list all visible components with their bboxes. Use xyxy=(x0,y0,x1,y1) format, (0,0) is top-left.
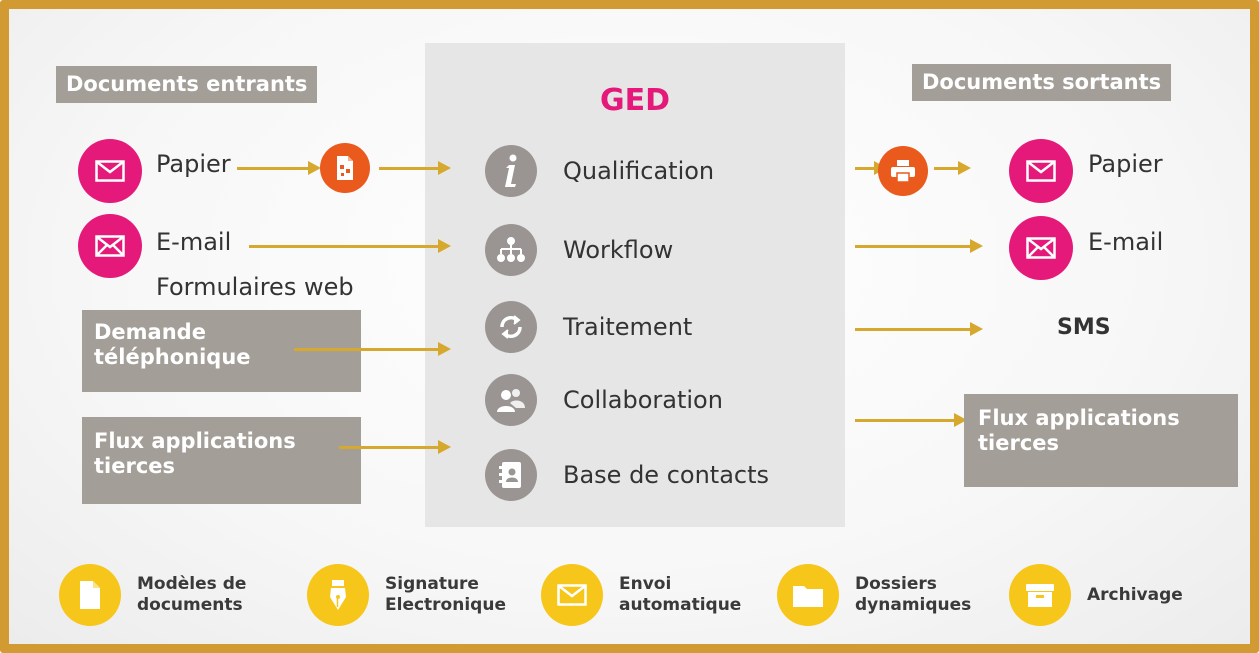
feature-dossiers-dynamiques: Dossiers dynamiques xyxy=(777,564,971,626)
demande-line2: téléphonique xyxy=(94,345,251,369)
outgoing-email-envelope-icon xyxy=(1009,216,1073,280)
arrow-email-to-ged xyxy=(249,239,451,253)
incoming-flux-line1: Flux applications xyxy=(94,429,296,453)
ged-item-qualification: Qualification xyxy=(485,143,714,199)
feature-label-line2: documents xyxy=(137,595,243,615)
arrow-ged-to-sms xyxy=(855,322,983,336)
envelope-icon xyxy=(78,139,142,203)
hierarchy-icon xyxy=(485,224,537,276)
document-icon xyxy=(59,564,121,626)
folder-icon xyxy=(777,564,839,626)
feature-signature-electronique: Signature Electronique xyxy=(307,564,506,626)
refresh-icon xyxy=(485,301,537,353)
arrow-demande-to-ged xyxy=(294,342,451,356)
outgoing-envelope-icon xyxy=(1009,139,1073,203)
ged-item-traitement: Traitement xyxy=(485,299,692,355)
feature-label-line1: Modèles de xyxy=(137,574,247,594)
feature-label-line1: Envoi xyxy=(619,574,672,594)
incoming-formulaires-label: Formulaires web xyxy=(156,273,354,301)
contacts-icon xyxy=(485,449,537,501)
pen-nib-icon xyxy=(307,564,369,626)
ged-title: GED xyxy=(599,83,671,118)
feature-modeles-de-documents: Modèles de documents xyxy=(59,564,246,626)
scan-document-icon xyxy=(320,143,370,193)
people-icon xyxy=(485,374,537,426)
ged-item-workflow: Workflow xyxy=(485,222,673,278)
ged-label-base-de-contacts: Base de contacts xyxy=(563,461,770,489)
feature-label-line1: Archivage xyxy=(1087,584,1183,605)
arrow-ged-to-printer xyxy=(855,161,887,175)
feature-archivage: Archivage xyxy=(1009,564,1183,626)
outgoing-email-label: E-mail xyxy=(1088,228,1164,256)
incoming-flux-line2: tierces xyxy=(94,454,176,478)
feature-label-line2: Electronique xyxy=(385,595,506,615)
arrow-printer-to-papier xyxy=(934,161,971,175)
feature-label-line1: Signature xyxy=(385,574,479,594)
demande-line1: Demande xyxy=(94,320,206,344)
ged-item-collaboration: Collaboration xyxy=(485,372,723,428)
feature-envoi-automatique: Envoi automatique xyxy=(541,564,741,626)
ged-label-workflow: Workflow xyxy=(563,236,674,264)
arrow-flux-to-ged xyxy=(339,440,451,454)
outgoing-flux-line2: tierces xyxy=(978,431,1060,455)
arrow-ged-to-email xyxy=(855,239,983,253)
info-icon xyxy=(485,145,537,197)
ged-item-base-de-contacts: Base de contacts xyxy=(485,447,769,503)
outgoing-sms-label: SMS xyxy=(1057,315,1111,340)
ged-label-qualification: Qualification xyxy=(563,157,715,185)
email-envelope-icon xyxy=(78,214,142,278)
archive-box-icon xyxy=(1009,564,1071,626)
feature-label-line1: Dossiers xyxy=(855,574,937,594)
feature-label-line2: dynamiques xyxy=(855,595,972,615)
arrow-scan-to-ged xyxy=(379,161,451,175)
arrow-ged-to-flux xyxy=(855,413,967,427)
incoming-email-label: E-mail xyxy=(156,228,232,256)
outgoing-papier-label: Papier xyxy=(1088,150,1163,178)
feature-label-line2: automatique xyxy=(619,595,742,615)
outgoing-flux-box: Flux applications tierces xyxy=(964,394,1238,487)
arrow-papier-to-scan xyxy=(237,161,321,175)
outgoing-header: Documents sortants xyxy=(912,64,1172,101)
incoming-papier-label: Papier xyxy=(156,150,231,178)
ged-label-traitement: Traitement xyxy=(563,313,693,341)
outgoing-flux-line1: Flux applications xyxy=(978,406,1180,430)
ged-label-collaboration: Collaboration xyxy=(563,386,723,414)
ged-panel: GED xyxy=(425,43,845,527)
demande-telephonique-box: Demande téléphonique xyxy=(82,310,361,392)
incoming-header: Documents entrants xyxy=(56,66,318,103)
incoming-flux-box: Flux applications tierces xyxy=(82,417,361,504)
envelope-icon xyxy=(541,564,603,626)
printer-icon xyxy=(878,146,928,196)
